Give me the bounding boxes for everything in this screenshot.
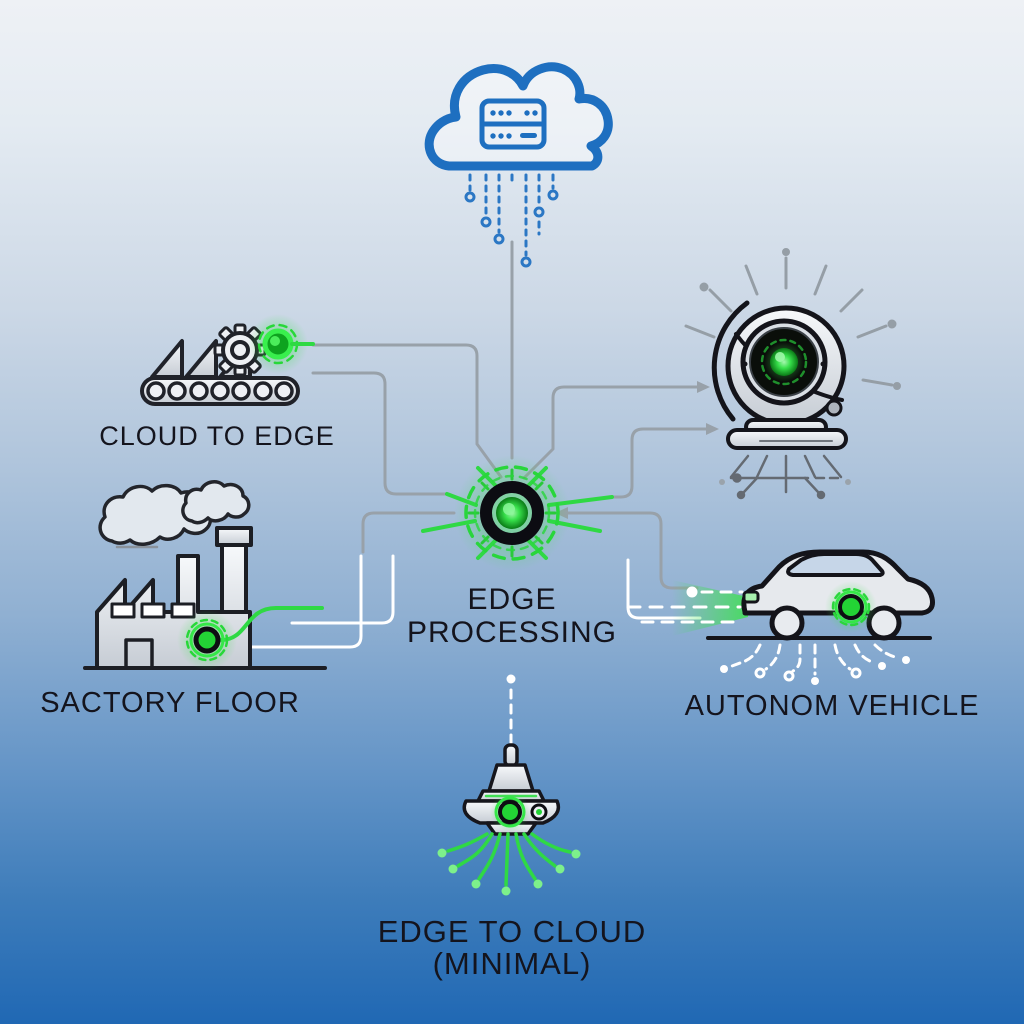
- factory-windows: [110, 602, 196, 619]
- factory-icon: [83, 480, 327, 670]
- connector-conveyor-to-node-b: [311, 371, 449, 496]
- factory-floor-label: SACTORY FLOOR: [40, 687, 300, 719]
- factory-edge-node: [177, 606, 324, 670]
- conveyor-gear-icon: [140, 314, 315, 406]
- edge-to-cloud-label-line1: EDGE TO CLOUD: [377, 914, 647, 949]
- connector-node-to-camera-b: [610, 427, 708, 499]
- conveyor-rollers: [146, 381, 294, 401]
- chimney-cap: [215, 526, 253, 547]
- edge-to-cloud-label-line2: (MINIMAL): [432, 946, 592, 981]
- car-window: [786, 552, 885, 577]
- car-headlight: [742, 590, 760, 604]
- car-wheel: [769, 605, 805, 641]
- camera-indicator-dot: [825, 399, 843, 417]
- iot-sensor-icon: [437, 674, 581, 896]
- smoke-cloud: [181, 480, 251, 525]
- sensor-lens: [494, 796, 526, 828]
- sensor-antenna: [503, 743, 519, 768]
- camera-shell-arc: [711, 300, 750, 422]
- connector-conveyor-to-node-a: [311, 343, 503, 479]
- connector-node-to-camera-a: [522, 385, 699, 480]
- conveyor-edge-node: [248, 314, 315, 374]
- conveyor-tooth: [184, 339, 218, 379]
- connector-node-to-factory: [361, 511, 456, 554]
- car-icon: [626, 549, 935, 685]
- smart-camera-icon: [684, 248, 901, 500]
- connector-car-to-node: [566, 511, 699, 590]
- camera-circuit-traces: [719, 454, 851, 500]
- edge-processing-label-line2: PROCESSING: [406, 616, 618, 649]
- antenna-signal-dot: [506, 674, 516, 684]
- sensor-green-traces: [437, 832, 581, 896]
- edge-processor-node-icon: [421, 455, 614, 571]
- sensor-cone: [487, 763, 535, 793]
- edge-processing-label-line1: EDGE: [467, 583, 557, 616]
- car-circuit-traces: [720, 643, 910, 685]
- beam-dashes: [626, 586, 744, 624]
- connector-arrowhead: [706, 423, 719, 435]
- connector-lines: [311, 240, 719, 590]
- camera-rays: [684, 248, 901, 390]
- cloud-data-stream: [464, 173, 559, 268]
- conveyor-tooth: [150, 339, 184, 379]
- trace: [235, 554, 363, 649]
- autonomous-vehicle-label: AUTONOM VEHICLE: [684, 690, 980, 722]
- camera-base: [726, 428, 848, 450]
- car-edge-node: [825, 581, 877, 633]
- server-icon: [479, 98, 547, 150]
- trace: [290, 554, 395, 625]
- cloud-server-icon: [424, 62, 613, 268]
- cloud-outline: [424, 62, 613, 171]
- cloud-to-edge-label: CLOUD TO EDGE: [99, 421, 335, 451]
- connector-arrowhead: [697, 381, 710, 393]
